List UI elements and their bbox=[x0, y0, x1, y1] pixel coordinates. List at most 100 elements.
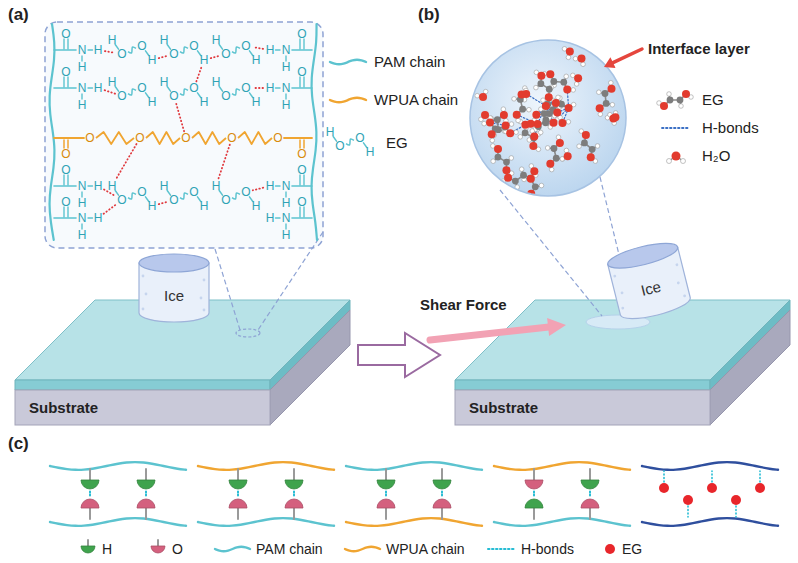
atom-hemisphere bbox=[581, 499, 599, 508]
atom-sphere bbox=[502, 166, 510, 174]
bond-line bbox=[88, 87, 93, 88]
bond-line bbox=[276, 49, 281, 50]
bond-line bbox=[63, 140, 65, 148]
bond-line bbox=[276, 87, 281, 88]
atom-label: H bbox=[160, 34, 169, 46]
atom-label: H bbox=[78, 61, 87, 73]
bond-line bbox=[299, 207, 300, 217]
atom-label: H bbox=[282, 99, 291, 111]
hydrogen-bond bbox=[253, 188, 263, 191]
atom-sphere bbox=[527, 175, 535, 183]
bond-line bbox=[249, 197, 252, 202]
eg-dot bbox=[707, 483, 717, 493]
atom-sphere bbox=[509, 156, 514, 161]
atom-label: O bbox=[169, 194, 178, 206]
atom-label: H bbox=[160, 180, 169, 192]
atom-label: O bbox=[221, 48, 230, 60]
bond-line bbox=[333, 136, 336, 141]
legend-sample bbox=[330, 60, 366, 65]
ice-outline bbox=[138, 254, 210, 322]
atom-label: O bbox=[169, 48, 178, 60]
legend-samples bbox=[81, 60, 693, 554]
leader-lines bbox=[600, 177, 634, 316]
bond-line bbox=[128, 47, 136, 53]
atom-sphere bbox=[603, 100, 610, 107]
atom-label: H bbox=[94, 212, 103, 224]
atom-label: O bbox=[181, 132, 190, 144]
bond-line bbox=[249, 51, 252, 56]
bond-line bbox=[180, 47, 188, 53]
hydrogen-bond bbox=[253, 87, 263, 89]
atom-sphere bbox=[515, 185, 520, 190]
atom-label: O bbox=[85, 132, 94, 144]
atom-label: H bbox=[266, 212, 275, 224]
atom-sphere bbox=[537, 72, 545, 80]
atom-label: H bbox=[212, 76, 221, 88]
polymer-chain bbox=[50, 518, 186, 526]
atom-label: O bbox=[137, 82, 146, 94]
bond-line bbox=[232, 47, 240, 53]
bond-line bbox=[167, 86, 170, 91]
atom-sphere bbox=[527, 107, 532, 112]
bond-line bbox=[299, 39, 300, 49]
legend-text: H bbox=[102, 541, 112, 557]
atom-hemisphere bbox=[377, 480, 395, 489]
atom-sphere bbox=[486, 119, 494, 127]
atom-sphere bbox=[566, 48, 574, 56]
hydrogen-bond bbox=[104, 204, 117, 214]
atom-sphere bbox=[500, 111, 508, 119]
legend-text: H-bonds bbox=[521, 541, 574, 557]
legend-text: EG bbox=[386, 134, 408, 151]
atom-sphere bbox=[482, 121, 487, 126]
side-group bbox=[385, 469, 387, 480]
atom-label: H bbox=[200, 96, 209, 108]
bond-line bbox=[81, 94, 82, 99]
bond-line bbox=[292, 49, 312, 51]
atom-sphere bbox=[560, 79, 567, 86]
atom-label: H bbox=[282, 197, 291, 209]
atom-label: O bbox=[137, 40, 146, 52]
atom-sphere bbox=[542, 117, 549, 124]
atom-sphere bbox=[546, 70, 554, 78]
atom-label: O bbox=[355, 132, 364, 144]
wpua-chain bbox=[192, 132, 226, 144]
atom-sphere bbox=[602, 90, 609, 97]
bond-line bbox=[54, 49, 76, 51]
atom-label: H bbox=[252, 96, 261, 108]
chemical-structure bbox=[50, 24, 367, 240]
atom-sphere bbox=[537, 80, 544, 87]
bond-line bbox=[145, 51, 148, 56]
atom-hemisphere bbox=[433, 499, 451, 508]
panel-label: (c) bbox=[8, 434, 29, 454]
hydrogen-bond bbox=[253, 47, 263, 49]
polymer-chain bbox=[494, 518, 630, 526]
atom-sphere bbox=[501, 107, 506, 112]
atom-label: O bbox=[221, 90, 230, 102]
bond-line bbox=[284, 137, 312, 139]
hydrogen-bond bbox=[237, 492, 239, 497]
leader-lines bbox=[258, 232, 323, 330]
atom-sphere bbox=[573, 56, 578, 61]
legend-text: EG bbox=[622, 541, 642, 557]
side-group bbox=[237, 469, 239, 480]
ice-texture bbox=[200, 297, 203, 300]
shear-arrow bbox=[430, 327, 549, 340]
atom-label: O bbox=[61, 28, 70, 40]
atom-sphere bbox=[589, 146, 596, 153]
hydrogen-bond bbox=[293, 492, 295, 497]
atom-label: H bbox=[266, 44, 275, 56]
ice-texture bbox=[683, 294, 686, 297]
atom-label: H bbox=[108, 76, 117, 88]
bond-line bbox=[63, 39, 64, 49]
bond-line bbox=[346, 139, 354, 145]
side-group bbox=[293, 508, 295, 519]
bond-line bbox=[88, 217, 93, 218]
legend-sample bbox=[662, 127, 690, 129]
hydrogen-bond bbox=[735, 506, 737, 517]
bond-line bbox=[167, 44, 170, 49]
atom-label: H bbox=[266, 82, 275, 94]
atom-label: H bbox=[282, 61, 291, 73]
atom-label: H bbox=[94, 82, 103, 94]
leader-lines bbox=[215, 232, 323, 337]
ice-label: Ice bbox=[639, 278, 663, 300]
